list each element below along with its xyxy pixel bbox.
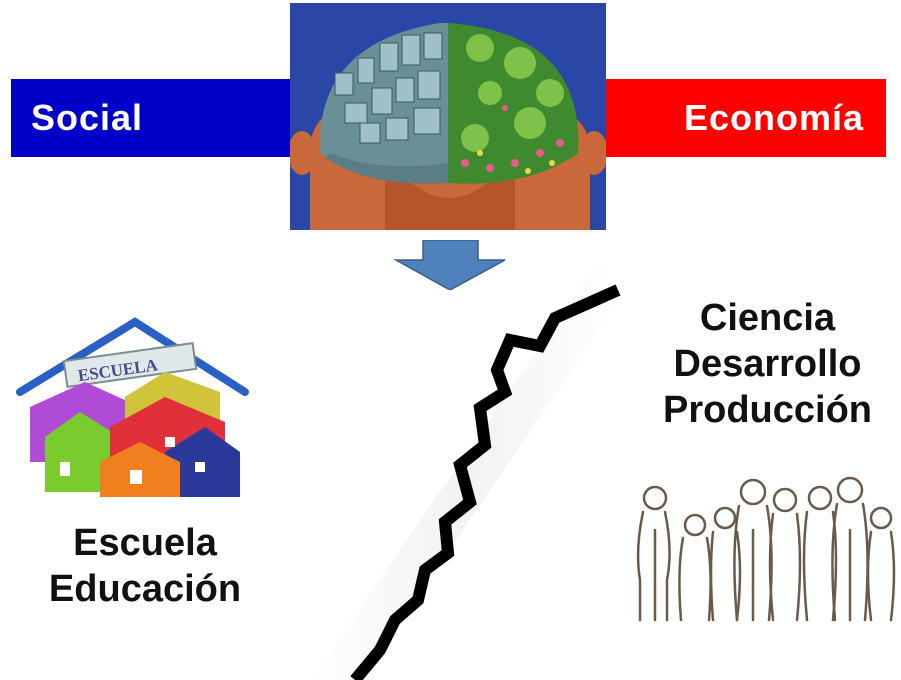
people-sketch: [636, 476, 896, 622]
ciencia-text: Ciencia: [699, 297, 836, 339]
social-banner: Social: [11, 79, 293, 157]
educacion-text: Educación: [48, 568, 242, 610]
economia-label: Economía: [683, 97, 864, 138]
escuela-text: Escuela: [73, 522, 217, 564]
right-label-block: Ciencia Desarrollo Producción: [650, 295, 885, 433]
brain-illustration: [290, 3, 606, 230]
school-drawing: ESCUELA: [16, 317, 249, 497]
social-label: Social: [31, 97, 144, 138]
crack-line: [310, 260, 621, 680]
desarrollo-text: Desarrollo: [673, 343, 862, 385]
left-label-block: Escuela Educación: [40, 520, 250, 612]
economia-banner: Economía: [605, 79, 886, 157]
produccion-text: Producción: [662, 389, 873, 431]
down-arrow-icon: [393, 240, 506, 290]
